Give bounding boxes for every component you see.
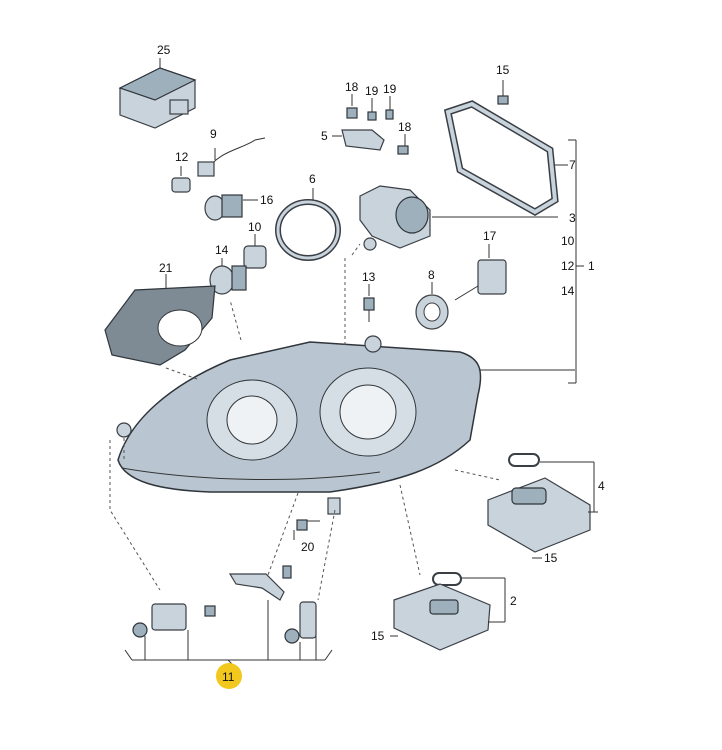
part-ballast-4 [487, 453, 598, 553]
label-21: 21 [159, 261, 173, 275]
label-8: 8 [428, 268, 435, 282]
label-3: 3 [569, 211, 576, 225]
label-14b: 14 [561, 284, 575, 298]
label-13: 13 [362, 270, 376, 284]
group-lines [124, 139, 595, 665]
label-18: 18 [345, 80, 359, 94]
part-screw-13 [363, 284, 375, 322]
label-17: 17 [483, 229, 497, 243]
label-18b: 18 [398, 120, 412, 134]
part-gasket-frame [443, 80, 568, 217]
label-6: 6 [309, 172, 316, 186]
part-bulb-socket [243, 234, 267, 269]
label-5: 5 [321, 129, 328, 143]
label-15c: 15 [371, 629, 385, 643]
label-9: 9 [210, 127, 217, 141]
dashed-assembly-lines [109, 243, 501, 601]
part-control-unit [118, 58, 197, 129]
part-bulb-14 [209, 258, 247, 295]
part-h7-bulb [204, 194, 258, 221]
label-20: 20 [301, 540, 315, 554]
label-11: 11 [222, 670, 235, 684]
label-10b: 10 [561, 234, 575, 248]
label-19: 19 [365, 84, 379, 98]
part-retaining-ring [415, 282, 449, 330]
headlight-housing [116, 335, 575, 493]
label-1: 1 [588, 259, 595, 273]
callout-11-highlight [216, 663, 242, 689]
label-19b: 19 [383, 82, 397, 96]
part-ballast-2 [393, 572, 500, 651]
part-small-bulb [171, 166, 191, 193]
label-7: 7 [569, 158, 576, 172]
part-ignitor-3 [359, 185, 558, 251]
label-15b: 15 [544, 551, 558, 565]
label-14: 14 [215, 243, 229, 257]
label-10: 10 [248, 220, 262, 234]
label-12b: 12 [561, 259, 575, 273]
part-xenon-bulb [454, 244, 507, 301]
part-cover-plate [104, 274, 216, 366]
part-mounting-bracket [132, 497, 341, 644]
callout-labels: 25 9 12 16 10 14 6 21 18 19 19 5 18 15 7… [157, 43, 605, 684]
label-25: 25 [157, 43, 171, 57]
label-4: 4 [598, 479, 605, 493]
label-2: 2 [510, 594, 517, 608]
label-12: 12 [175, 150, 189, 164]
label-16: 16 [260, 193, 274, 207]
part-ring [275, 188, 341, 261]
part-bulb-wire [197, 137, 266, 177]
part-bracket-5 [332, 94, 409, 155]
label-15a: 15 [496, 63, 510, 77]
